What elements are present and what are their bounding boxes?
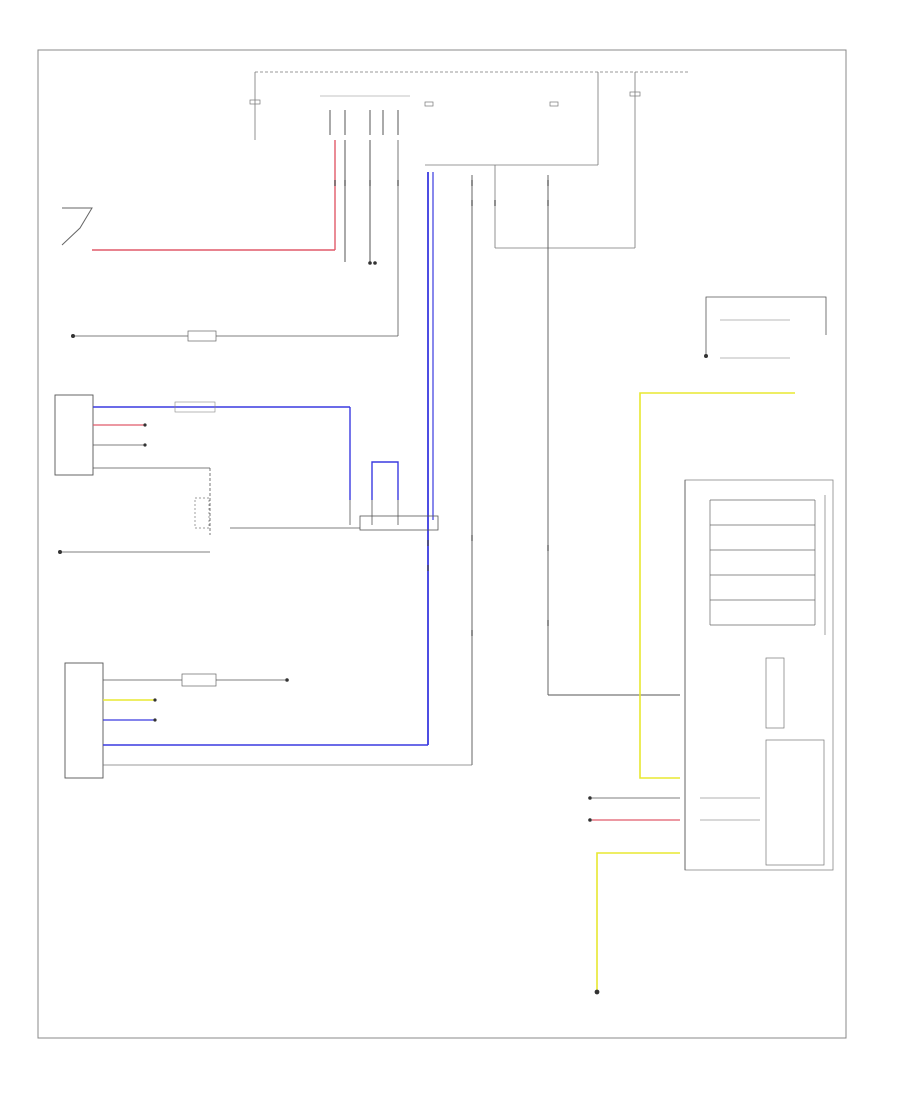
pin-markers	[334, 180, 549, 636]
blue-wire-loop	[371, 461, 399, 500]
combination-meter	[684, 479, 834, 871]
yellow-wire-right	[639, 296, 827, 779]
stop-switch-line	[71, 140, 399, 342]
diagram-border	[37, 49, 847, 1039]
main-blue-bus	[427, 172, 434, 745]
ground-symbol	[594, 989, 600, 995]
bottom-right-wiring	[588, 796, 760, 995]
junction-block-top	[320, 95, 410, 135]
steering-sensor-top-left	[61, 140, 377, 265]
power-distribution-top	[249, 71, 690, 249]
yaw-rate-sensor	[54, 394, 351, 535]
yellow-wire-ground	[596, 852, 680, 990]
junction-connector-mid	[58, 497, 439, 554]
steering-angle-sensor	[64, 662, 472, 779]
